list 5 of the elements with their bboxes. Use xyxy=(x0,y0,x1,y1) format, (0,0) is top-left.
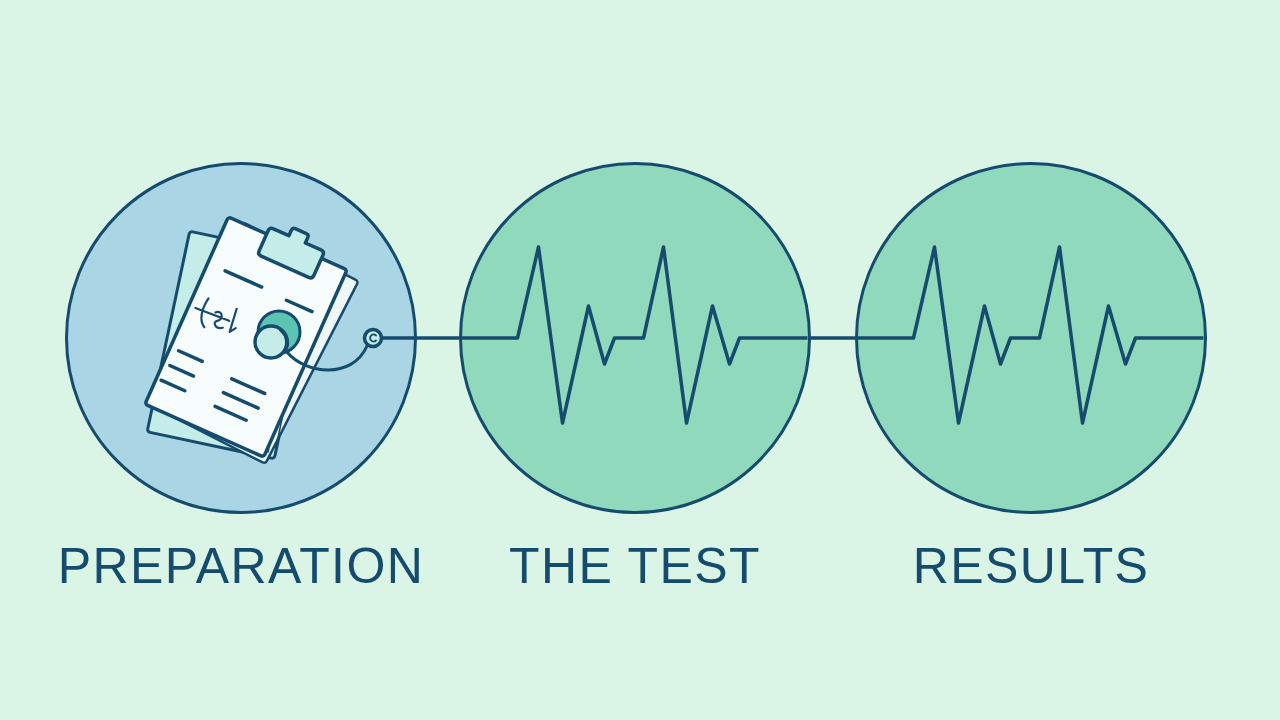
step-heading: PREPARATION xyxy=(57,541,425,591)
connector-line xyxy=(811,336,855,340)
step-heading: THE TEST xyxy=(509,541,761,591)
connector-line xyxy=(417,336,459,340)
step-heading: RESULTS xyxy=(912,541,1150,591)
